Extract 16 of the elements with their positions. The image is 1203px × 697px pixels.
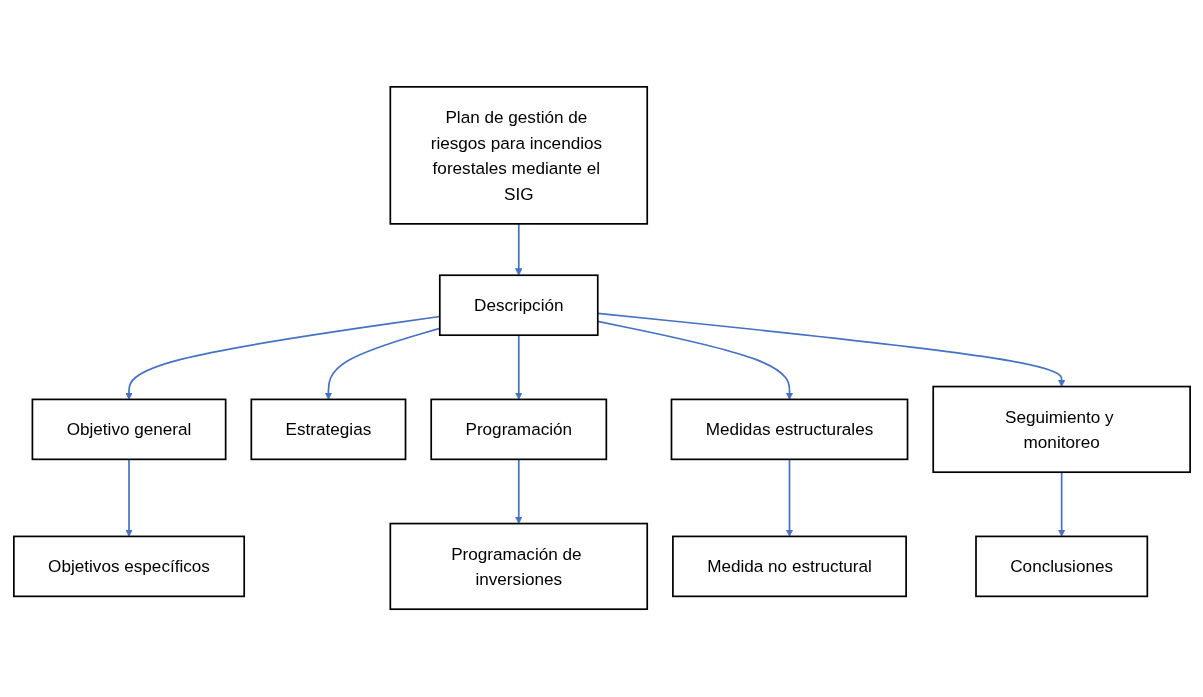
node-box: Medida no estructural <box>671 536 907 598</box>
node-box: Objetivos específicos <box>12 536 245 598</box>
arrow <box>1057 471 1065 538</box>
arrow <box>514 223 523 277</box>
node-box: Conclusiones <box>974 536 1148 598</box>
node-box: Medidas estructurales <box>670 399 908 461</box>
arrow <box>514 458 523 525</box>
arrow <box>785 458 793 538</box>
node-box: Estrategias <box>250 399 406 461</box>
node-box: Programación <box>429 399 607 461</box>
node-box: Objetivo general <box>31 399 226 461</box>
node-box: Programación de inversiones <box>389 523 648 611</box>
node-box: Plan de gestión de riesgos para incendios forestales mediante el SIG <box>389 86 648 226</box>
node-box: Descripción <box>438 274 599 337</box>
arrow <box>514 334 523 401</box>
node-box: Seguimiento y monitoreo <box>931 386 1191 474</box>
